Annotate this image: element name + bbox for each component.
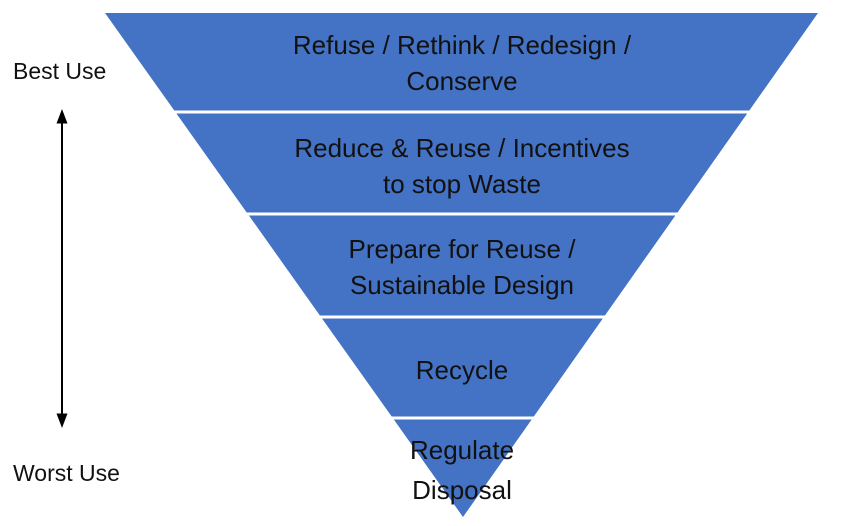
arrow-down-head	[56, 413, 68, 428]
best-use-label: Best Use	[13, 58, 107, 84]
arrow-up-head	[56, 109, 68, 124]
funnel-level-1-label: Refuse / Rethink / Redesign / Conserve	[292, 30, 632, 96]
funnel-level-4-shape	[322, 318, 603, 417]
funnel-level-5-shape	[393, 419, 532, 517]
funnel-level-3-shape	[248, 215, 676, 316]
funnel-level-2-shape	[176, 113, 748, 213]
worst-use-label: Worst Use	[13, 460, 120, 486]
funnel-level-1-shape	[105, 13, 818, 111]
best-worst-arrow	[56, 109, 68, 428]
funnel-level-5-label: Regulate Disposal	[409, 435, 515, 505]
funnel-level-3-label: Prepare for Reuse / Sustainable Design	[348, 234, 576, 300]
funnel-level-4-label: Recycle	[415, 355, 509, 385]
funnel-level-2-label: Reduce & Reuse / Incentives to stop Wast…	[294, 133, 630, 199]
